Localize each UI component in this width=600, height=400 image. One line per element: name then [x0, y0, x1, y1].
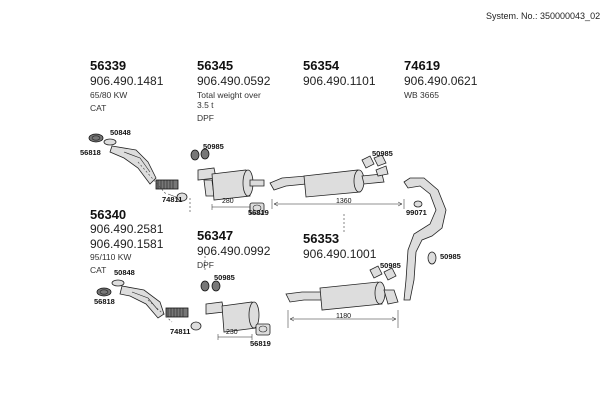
info-56345-line1: Total weight over — [197, 90, 261, 100]
cat-56340-body — [119, 285, 165, 319]
part-number-56353: 56353 — [303, 231, 340, 246]
info-56340-line2: CAT — [90, 265, 107, 275]
ring-56818-bottom — [96, 287, 112, 297]
silencer-56354-body — [303, 169, 361, 198]
clamp-50848-bottom — [111, 279, 125, 287]
label-50848-bottom: 50848 — [114, 268, 135, 277]
tailpipe-74619-body — [403, 177, 447, 301]
oem-number-56353: 906.490.1001 — [303, 247, 377, 261]
clamp-50848-top — [103, 138, 117, 146]
info-56347-line1: DPF — [197, 260, 214, 270]
label-56819-top: 56819 — [248, 208, 269, 217]
label-74811-bottom: 74811 — [170, 327, 191, 336]
info-56340-line1: 95/110 KW — [90, 252, 132, 262]
label-56819-bottom: 56819 — [250, 339, 271, 348]
oem-number-56347: 906.490.0992 — [197, 244, 271, 258]
label-99071: 99071 — [406, 208, 427, 217]
info-56345-line3: DPF — [197, 113, 214, 123]
dpf-56347-drawing — [200, 280, 271, 340]
clamp-74811-bottom — [190, 321, 202, 331]
cat-56340-drawing — [96, 279, 202, 331]
system-number: System. No.: 350000043_02 — [486, 11, 600, 21]
label-50848-top: 50848 — [110, 128, 131, 137]
label-50985-tail: 50985 — [440, 252, 461, 261]
info-56339-line1: 65/80 KW — [90, 90, 128, 100]
tailpipe-74619-drawing — [403, 177, 447, 301]
dpf-56345-drawing — [190, 148, 265, 215]
clamp-74811-top — [176, 192, 188, 202]
dimension-1360: 1360 — [336, 198, 352, 205]
oem-number-74619: 906.490.0621 — [404, 74, 478, 88]
silencer-56353-drawing — [285, 265, 399, 328]
part-number-56339: 56339 — [90, 58, 127, 73]
info-56345-line2: 3.5 t — [197, 100, 214, 110]
info-56339-line2: CAT — [90, 103, 107, 113]
oem-number-56339: 906.490.1481 — [90, 74, 164, 88]
label-50985-bottom-mid: 50985 — [380, 261, 401, 270]
label-50985-top-dpf: 50985 — [203, 142, 224, 151]
silencer-56353-body — [319, 281, 383, 311]
part-number-56345: 56345 — [197, 58, 234, 73]
silencer-56354-drawing — [269, 154, 405, 209]
cat-56339-drawing — [88, 133, 188, 202]
clamp-99071 — [413, 200, 423, 208]
part-number-56354: 56354 — [303, 58, 340, 73]
label-50985-bottom-dpf: 50985 — [214, 273, 235, 282]
part-number-74619: 74619 — [404, 58, 441, 73]
dimension-280: 280 — [222, 198, 234, 205]
label-56818-bottom: 56818 — [94, 297, 115, 306]
oem-number-56340-2: 906.490.1581 — [90, 237, 164, 251]
part-number-56340: 56340 — [90, 207, 127, 222]
part-number-56347: 56347 — [197, 228, 234, 243]
label-74811-top: 74811 — [162, 195, 183, 204]
label-50985-top-mid: 50985 — [372, 149, 393, 158]
gasket-tail — [427, 251, 437, 265]
cat-56339-body — [109, 145, 157, 185]
dpf-56345-body — [211, 169, 251, 201]
oem-number-56354: 906.490.1101 — [303, 74, 376, 88]
ring-56818-top — [88, 133, 104, 143]
oem-number-56340-1: 906.490.2581 — [90, 222, 164, 236]
clamp-56819-bottom — [255, 323, 271, 336]
oem-number-56345: 906.490.0592 — [197, 74, 271, 88]
info-74619-line1: WB 3665 — [404, 90, 439, 100]
dimension-230: 230 — [226, 329, 238, 336]
label-56818-top: 56818 — [80, 148, 101, 157]
dimension-1180: 1180 — [336, 313, 352, 320]
